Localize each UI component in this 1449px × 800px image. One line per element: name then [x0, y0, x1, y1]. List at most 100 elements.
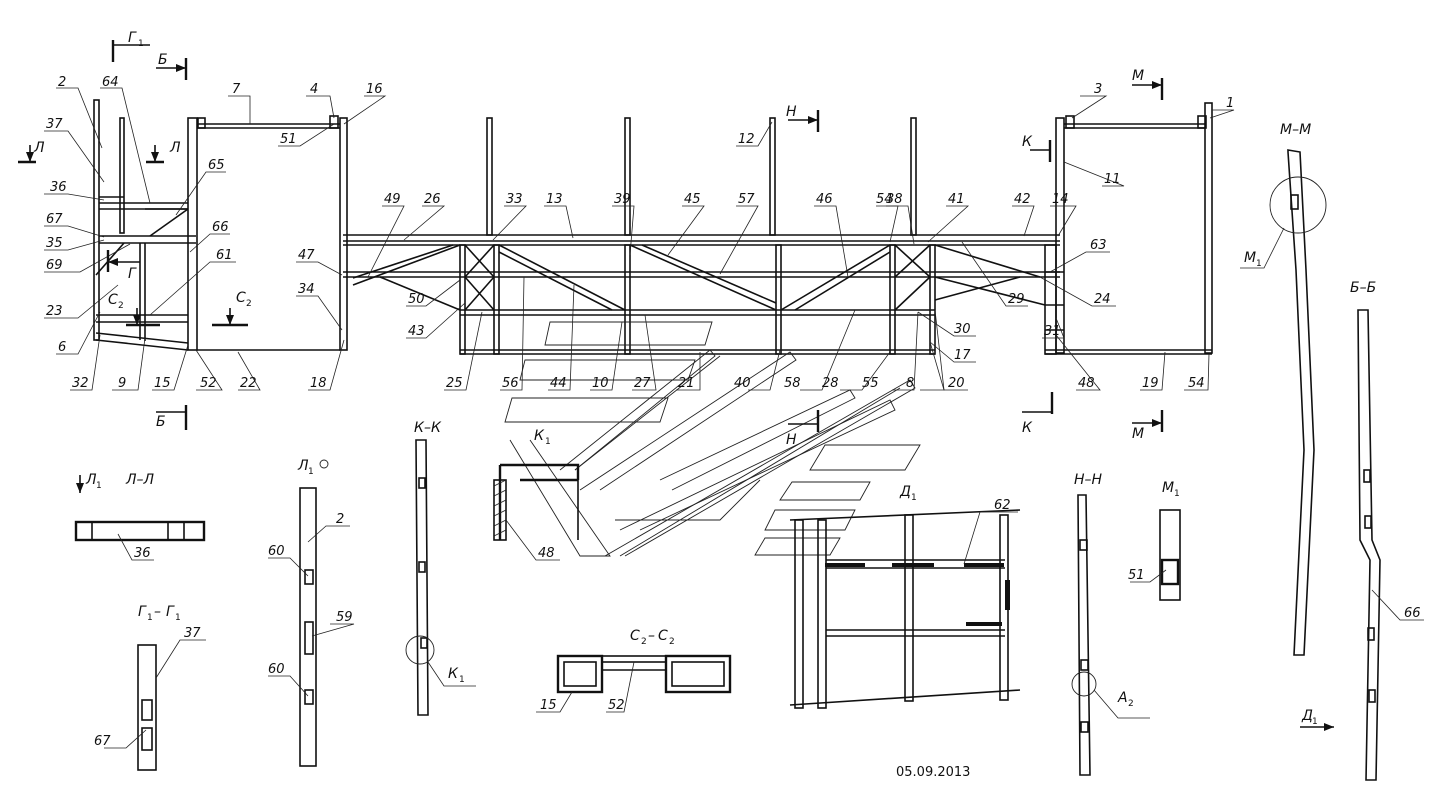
section-subscript: 2 — [246, 299, 252, 309]
view-title-d1: Д — [899, 484, 911, 500]
callout-numbers: 2 37 36 67 35 69 23 6 32 9 15 52 22 18 6… — [46, 75, 1421, 749]
view-titles: М–М Б–Б К–К Л–Л Н–Н К 1 Д 1 М 1 Г 1 – Г … — [125, 122, 1376, 647]
callout: 41 — [948, 192, 965, 207]
callout: 60 — [268, 662, 285, 677]
callout: 30 — [954, 322, 971, 337]
callout: 42 — [1014, 192, 1031, 207]
callout: 51 — [280, 132, 297, 147]
callout: 62 — [994, 498, 1011, 513]
callout: 65 — [208, 158, 225, 173]
drawing-date: 05.09.2013 — [896, 765, 970, 780]
section-subscript: 1 — [1256, 259, 1262, 269]
section-subscript: 1 — [459, 675, 465, 685]
callout: 26 — [424, 192, 441, 207]
view-l1 — [268, 487, 355, 767]
view-title-k1-sub: 1 — [545, 437, 551, 447]
callout: 38 — [886, 192, 903, 207]
view-title-c2c2: С — [630, 628, 640, 644]
section-letter: Л — [33, 140, 45, 156]
callout: 43 — [408, 324, 425, 339]
view-m-m — [1240, 149, 1327, 656]
callout: 67 — [94, 734, 111, 749]
callout: 18 — [310, 376, 327, 391]
callout: 67 — [46, 212, 63, 227]
weld-bracket-ghosts — [504, 321, 921, 557]
callout: 20 — [948, 376, 965, 391]
callout: 7 — [232, 82, 241, 97]
section-letter: М — [1132, 68, 1144, 84]
section-letter: Л — [169, 140, 181, 156]
callout: 66 — [1404, 606, 1421, 621]
callout: 63 — [1090, 238, 1107, 253]
callout: 6 — [58, 340, 66, 355]
view-m1 — [1130, 509, 1181, 601]
view-title-g1g1-b-sub: 1 — [175, 613, 181, 623]
callout: 50 — [408, 292, 425, 307]
callout: 39 — [614, 192, 631, 207]
section-letter: Г — [128, 30, 137, 46]
section-letter: М — [1132, 426, 1144, 442]
callout: 2 — [336, 512, 344, 527]
section-letter: Н — [786, 104, 797, 120]
callout: 54 — [876, 192, 893, 207]
view-h-h — [1071, 494, 1150, 776]
view-title-mm: М–М — [1280, 122, 1311, 138]
callout: 11 — [1104, 172, 1121, 187]
callout: 57 — [738, 192, 755, 207]
callout: 9 — [118, 376, 126, 391]
section-subscript: 2 — [118, 301, 124, 311]
view-title-kk: К–К — [414, 420, 442, 436]
section-subscript: 1 — [1312, 717, 1318, 727]
callout: 37 — [46, 117, 63, 132]
view-title-c2c2-dash: – — [648, 628, 655, 644]
callout: 36 — [50, 180, 67, 195]
callout: 55 — [862, 376, 879, 391]
callout: 58 — [784, 376, 801, 391]
view-title-d1-sub: 1 — [911, 493, 917, 503]
section-letter: Г — [128, 266, 137, 282]
callout: 13 — [546, 192, 563, 207]
callout: 37 — [184, 626, 201, 641]
callout: 66 — [212, 220, 229, 235]
view-title-g1g1-sub: 1 — [147, 613, 153, 623]
view-title-k1: К — [534, 428, 545, 444]
section-subscript: 1 — [96, 481, 102, 491]
callout: 46 — [816, 192, 833, 207]
section-letter: Б — [156, 414, 166, 430]
section-letter: К — [448, 666, 459, 682]
view-title-g1g1-b: Г — [166, 604, 175, 620]
view-title-c2c2-sub: 2 — [641, 637, 647, 647]
section-subscript: 1 — [308, 467, 314, 477]
callout: 45 — [684, 192, 701, 207]
callout: 4 — [310, 82, 318, 97]
view-k1 — [493, 463, 580, 561]
callout: 59 — [336, 610, 353, 625]
callout: 54 — [1188, 376, 1205, 391]
callout: 64 — [102, 75, 119, 90]
section-letter: К — [1022, 134, 1033, 150]
section-letter: Б — [158, 52, 168, 68]
callout: 22 — [240, 376, 257, 391]
callout: 51 — [1128, 568, 1145, 583]
callout: 56 — [502, 376, 519, 391]
section-letter: С — [236, 290, 246, 306]
callout: 31 — [1044, 324, 1061, 339]
section-letter: С — [108, 292, 118, 308]
callout: 16 — [366, 82, 383, 97]
callout: 3 — [1094, 82, 1102, 97]
callout: 29 — [1008, 292, 1025, 307]
view-c2-c2 — [536, 654, 732, 713]
section-subscript: 1 — [138, 39, 144, 49]
callout: 28 — [822, 376, 839, 391]
callout: 36 — [134, 546, 151, 561]
view-k-k — [405, 439, 476, 716]
section-letter: Д — [1301, 708, 1313, 724]
section-letter: А — [1117, 690, 1128, 706]
section-letter: М — [1244, 250, 1256, 266]
section-subscript: 2 — [1128, 699, 1134, 709]
callout: 21 — [678, 376, 695, 391]
view-title-c2c2-b: С — [658, 628, 668, 644]
view-title-hh: Н–Н — [1074, 472, 1103, 488]
view-title-m1: М — [1162, 480, 1174, 496]
